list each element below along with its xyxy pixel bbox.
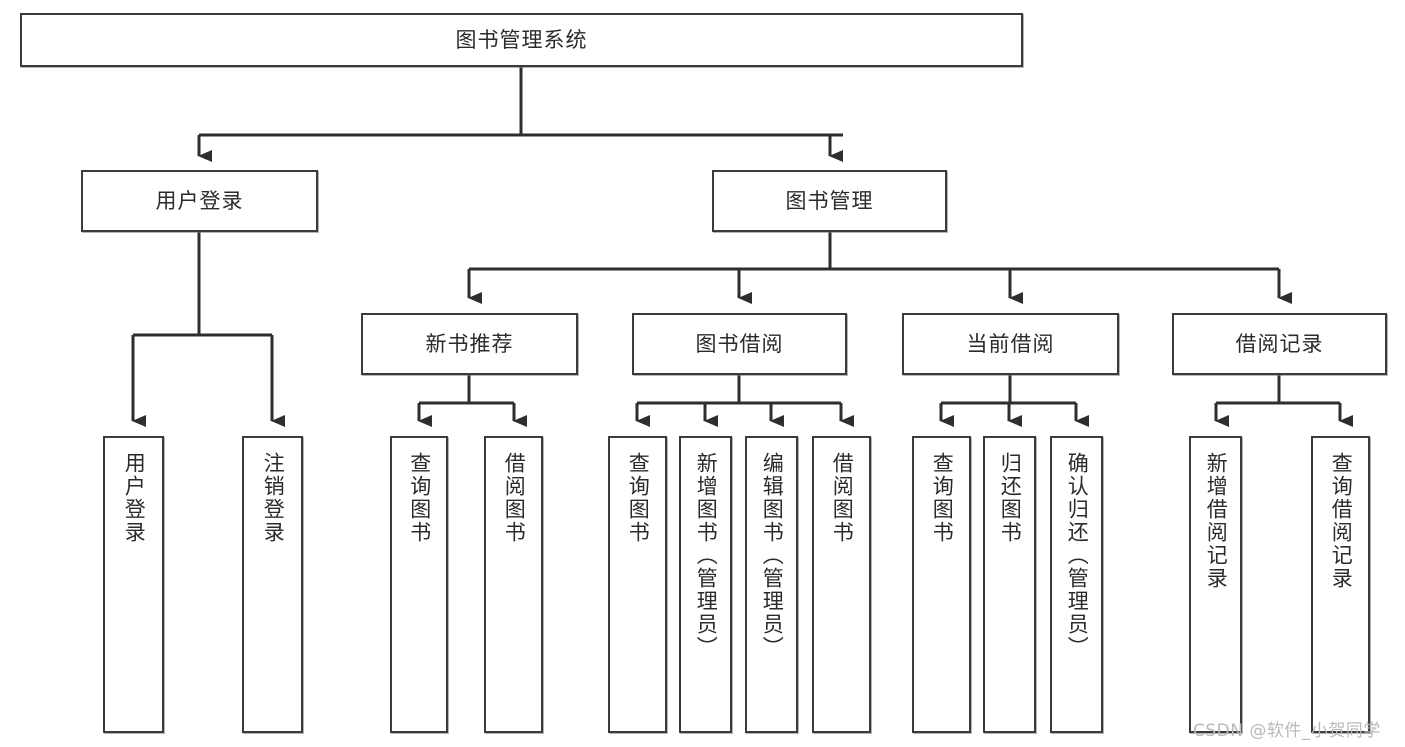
node-user-login-label: 用户登录 xyxy=(155,188,244,213)
node-current-borrow[interactable]: 当前借阅 xyxy=(902,313,1119,375)
leaf-query-book-borrow[interactable]: 查询图书 xyxy=(608,436,667,733)
node-book-management[interactable]: 图书管理 xyxy=(712,170,947,232)
leaf-label: 注销登录 xyxy=(261,452,286,544)
leaf-label: 借阅图书 xyxy=(830,452,855,544)
leaf-label: 新增图书（管理员） xyxy=(694,452,719,659)
leaf-query-borrow-record[interactable]: 查询借阅记录 xyxy=(1311,436,1370,733)
leaf-label: 查询图书 xyxy=(407,452,432,544)
leaf-edit-book-admin[interactable]: 编辑图书（管理员） xyxy=(745,436,798,733)
leaf-query-book-current[interactable]: 查询图书 xyxy=(912,436,971,733)
leaf-confirm-return-admin[interactable]: 确认归还（管理员） xyxy=(1050,436,1103,733)
csdn-watermark: CSDN @软件_小贺同学 xyxy=(1193,721,1381,741)
node-user-login[interactable]: 用户登录 xyxy=(81,170,318,232)
node-book-management-label: 图书管理 xyxy=(785,188,874,213)
leaf-label: 查询借阅记录 xyxy=(1329,452,1354,590)
leaf-logout[interactable]: 注销登录 xyxy=(242,436,303,733)
node-borrow-record-label: 借阅记录 xyxy=(1235,331,1324,356)
node-root[interactable]: 图书管理系统 xyxy=(20,13,1023,67)
leaf-add-book-admin[interactable]: 新增图书（管理员） xyxy=(679,436,732,733)
leaf-label: 编辑图书（管理员） xyxy=(760,452,785,659)
leaf-label: 确认归还（管理员） xyxy=(1065,452,1090,659)
leaf-user-login[interactable]: 用户登录 xyxy=(103,436,164,733)
node-book-borrow-label: 图书借阅 xyxy=(695,331,784,356)
node-book-borrow[interactable]: 图书借阅 xyxy=(632,313,847,375)
node-borrow-record[interactable]: 借阅记录 xyxy=(1172,313,1387,375)
leaf-label: 用户登录 xyxy=(122,452,147,544)
leaf-add-borrow-record[interactable]: 新增借阅记录 xyxy=(1189,436,1242,733)
node-new-book-recommend-label: 新书推荐 xyxy=(425,331,514,356)
node-current-borrow-label: 当前借阅 xyxy=(966,331,1055,356)
leaf-label: 新增借阅记录 xyxy=(1204,452,1229,590)
leaf-borrow-book-recommend[interactable]: 借阅图书 xyxy=(484,436,543,733)
node-new-book-recommend[interactable]: 新书推荐 xyxy=(361,313,578,375)
leaf-label: 归还图书 xyxy=(998,452,1023,544)
leaf-label: 查询图书 xyxy=(626,452,651,544)
leaf-label: 查询图书 xyxy=(930,452,955,544)
leaf-return-book[interactable]: 归还图书 xyxy=(983,436,1036,733)
leaf-label: 借阅图书 xyxy=(502,452,527,544)
leaf-query-book-recommend[interactable]: 查询图书 xyxy=(390,436,448,733)
node-root-label: 图书管理系统 xyxy=(455,27,588,52)
leaf-borrow-book[interactable]: 借阅图书 xyxy=(812,436,871,733)
